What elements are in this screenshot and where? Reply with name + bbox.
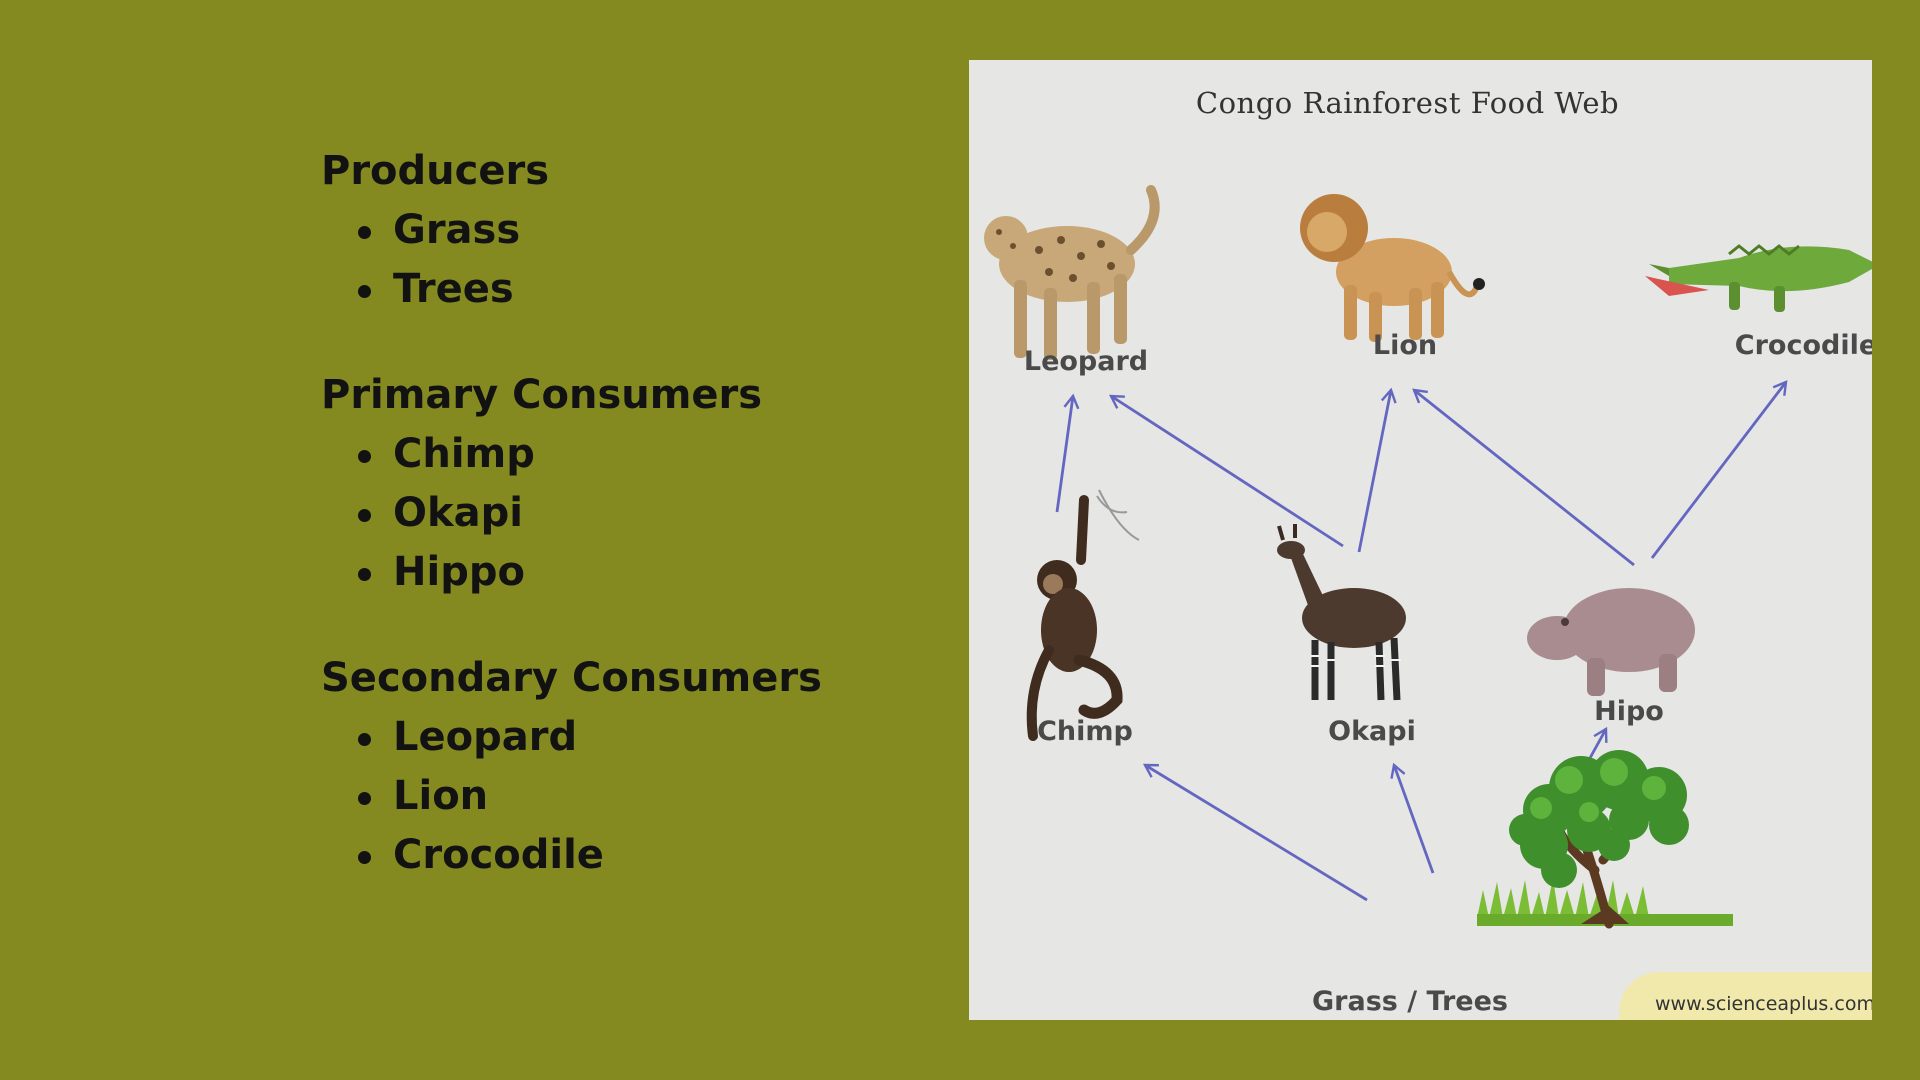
credit-highlight — [1619, 972, 1872, 1020]
food-web-diagram: Congo Rainforest Food Web — [969, 60, 1872, 1020]
list-item: Lion — [356, 767, 822, 826]
hippo-illustration — [1527, 588, 1695, 696]
list-item: Hippo — [356, 543, 822, 602]
diagram-title: Congo Rainforest Food Web — [1195, 86, 1620, 120]
primary-consumers-section: Primary Consumers Chimp Okapi Hippo — [321, 366, 822, 602]
list-item: Leopard — [356, 708, 822, 767]
arrow-okapi-to-lion — [1357, 390, 1391, 553]
grass-trees-illustration — [1477, 750, 1733, 929]
node-label-okapi: Okapi — [1328, 716, 1416, 747]
list-item: Crocodile — [356, 826, 822, 885]
crocodile-illustration — [1645, 244, 1872, 312]
leopard-illustration — [984, 185, 1160, 360]
arrow-producers-to-chimp — [1145, 765, 1368, 902]
okapi-illustration — [1277, 524, 1406, 701]
primary-consumers-list: Chimp Okapi Hippo — [321, 425, 822, 602]
secondary-consumers-list: Leopard Lion Crocodile — [321, 708, 822, 885]
node-label-chimp: Chimp — [1037, 716, 1133, 747]
node-label-producers: Grass / Trees — [1312, 986, 1508, 1017]
list-item: Okapi — [356, 484, 822, 543]
arrow-okapi-to-leopard — [1111, 396, 1344, 548]
producers-section: Producers Grass Trees — [321, 142, 822, 319]
node-label-lion: Lion — [1372, 330, 1438, 361]
producers-list: Grass Trees — [321, 201, 822, 319]
food-web-illustration — [984, 185, 1872, 929]
list-item: Grass — [356, 201, 822, 260]
section-title-secondary-consumers: Secondary Consumers — [321, 655, 822, 701]
list-item: Chimp — [356, 425, 822, 484]
lion-illustration — [1300, 194, 1485, 342]
node-label-hipo: Hipo — [1594, 696, 1664, 727]
arrow-hipo-to-lion — [1414, 390, 1635, 567]
arrow-producers-to-okapi — [1394, 765, 1435, 874]
node-label-crocodile: Crocodile — [1734, 330, 1872, 361]
section-title-primary-consumers: Primary Consumers — [321, 372, 763, 418]
source-credit: www.scienceaplus.com — [1655, 993, 1872, 1015]
secondary-consumers-section: Secondary Consumers Leopard Lion Crocodi… — [321, 649, 822, 885]
arrow-hipo-to-crocodile — [1650, 382, 1786, 559]
section-title-producers: Producers — [321, 148, 550, 194]
node-label-leopard: Leopard — [1023, 346, 1149, 377]
chimp-illustration — [1026, 489, 1140, 741]
list-item: Trees — [356, 260, 822, 319]
arrow-chimp-to-leopard — [1055, 396, 1073, 513]
trophic-level-list: Producers Grass Trees Primary Consumers … — [321, 142, 822, 932]
